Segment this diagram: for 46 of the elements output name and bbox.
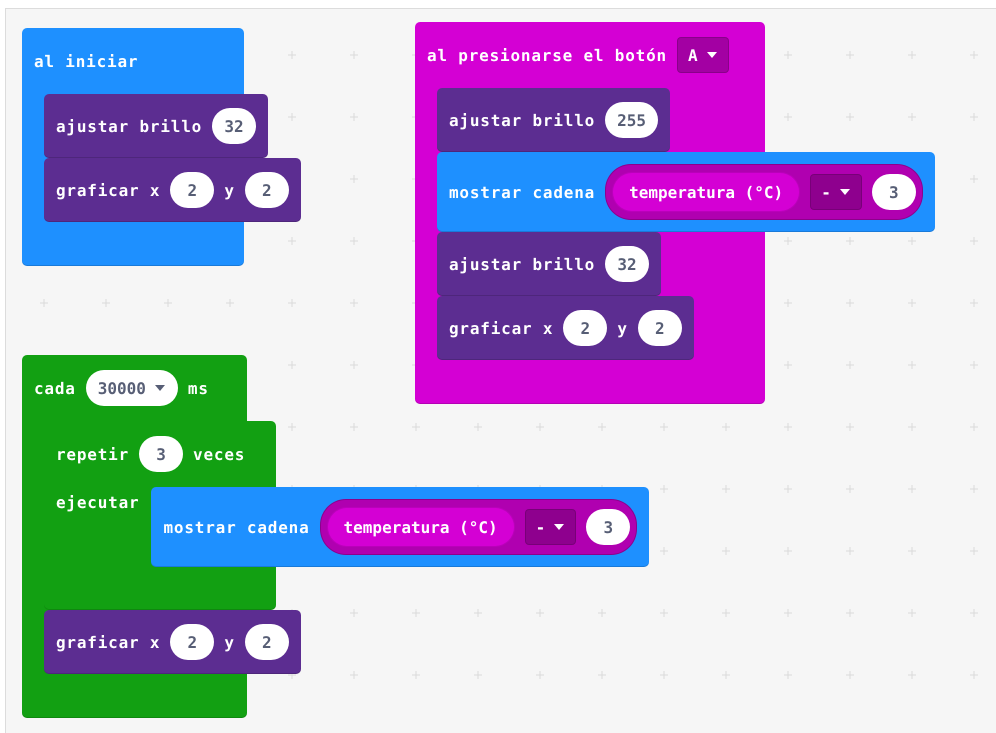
number-input: 2 — [638, 310, 682, 346]
number-input: 32 — [212, 108, 256, 144]
block-label: ajustar brillo — [449, 254, 596, 274]
dropdown: A — [676, 37, 729, 73]
block-label: y — [224, 632, 235, 652]
statement-block — [437, 232, 662, 296]
dropdown: - — [524, 509, 576, 545]
number-input: 3 — [872, 174, 916, 210]
block-label: ejecutar — [56, 493, 140, 512]
block-label: al presionarse el botón — [427, 46, 667, 64]
statement-block — [437, 296, 694, 360]
block-label: y — [224, 180, 235, 200]
block-label: ajustar brillo — [56, 116, 202, 136]
number-input: 2 — [563, 310, 608, 346]
number-input: 3 — [139, 436, 184, 472]
block-label: graficar x — [56, 632, 160, 652]
number-input: 255 — [605, 102, 658, 138]
block-label: mostrar cadena — [449, 182, 596, 202]
reporter-block: temperatura (°C) — [612, 172, 800, 212]
operator-block — [320, 499, 638, 555]
reporter-block: temperatura (°C) — [326, 507, 515, 547]
block-label: y — [617, 318, 628, 338]
block-label: al iniciar — [34, 52, 138, 70]
dropdown: - — [810, 174, 862, 210]
statement-block — [151, 487, 650, 567]
operator-block — [605, 164, 923, 220]
number-input: 2 — [244, 624, 289, 660]
block-label: cada — [34, 378, 76, 398]
statement-block — [44, 158, 301, 222]
dropdown: 30000 — [86, 370, 178, 406]
number-input: 3 — [586, 509, 630, 545]
number-input: 2 — [244, 172, 289, 208]
block-label: veces — [193, 444, 246, 464]
block-label: graficar x — [56, 180, 160, 200]
statement-block — [437, 88, 670, 152]
statement-block — [437, 152, 935, 232]
number-input: 2 — [170, 624, 214, 660]
number-input: 32 — [605, 246, 650, 282]
block-label: ms — [188, 378, 209, 398]
block-label: mostrar cadena — [163, 518, 310, 536]
block-label: repetir — [56, 444, 130, 464]
statement-block — [44, 610, 301, 674]
block-label: ajustar brillo — [449, 110, 596, 130]
statement-block — [44, 94, 268, 158]
block-label: graficar x — [449, 318, 554, 338]
number-input: 2 — [170, 172, 214, 208]
